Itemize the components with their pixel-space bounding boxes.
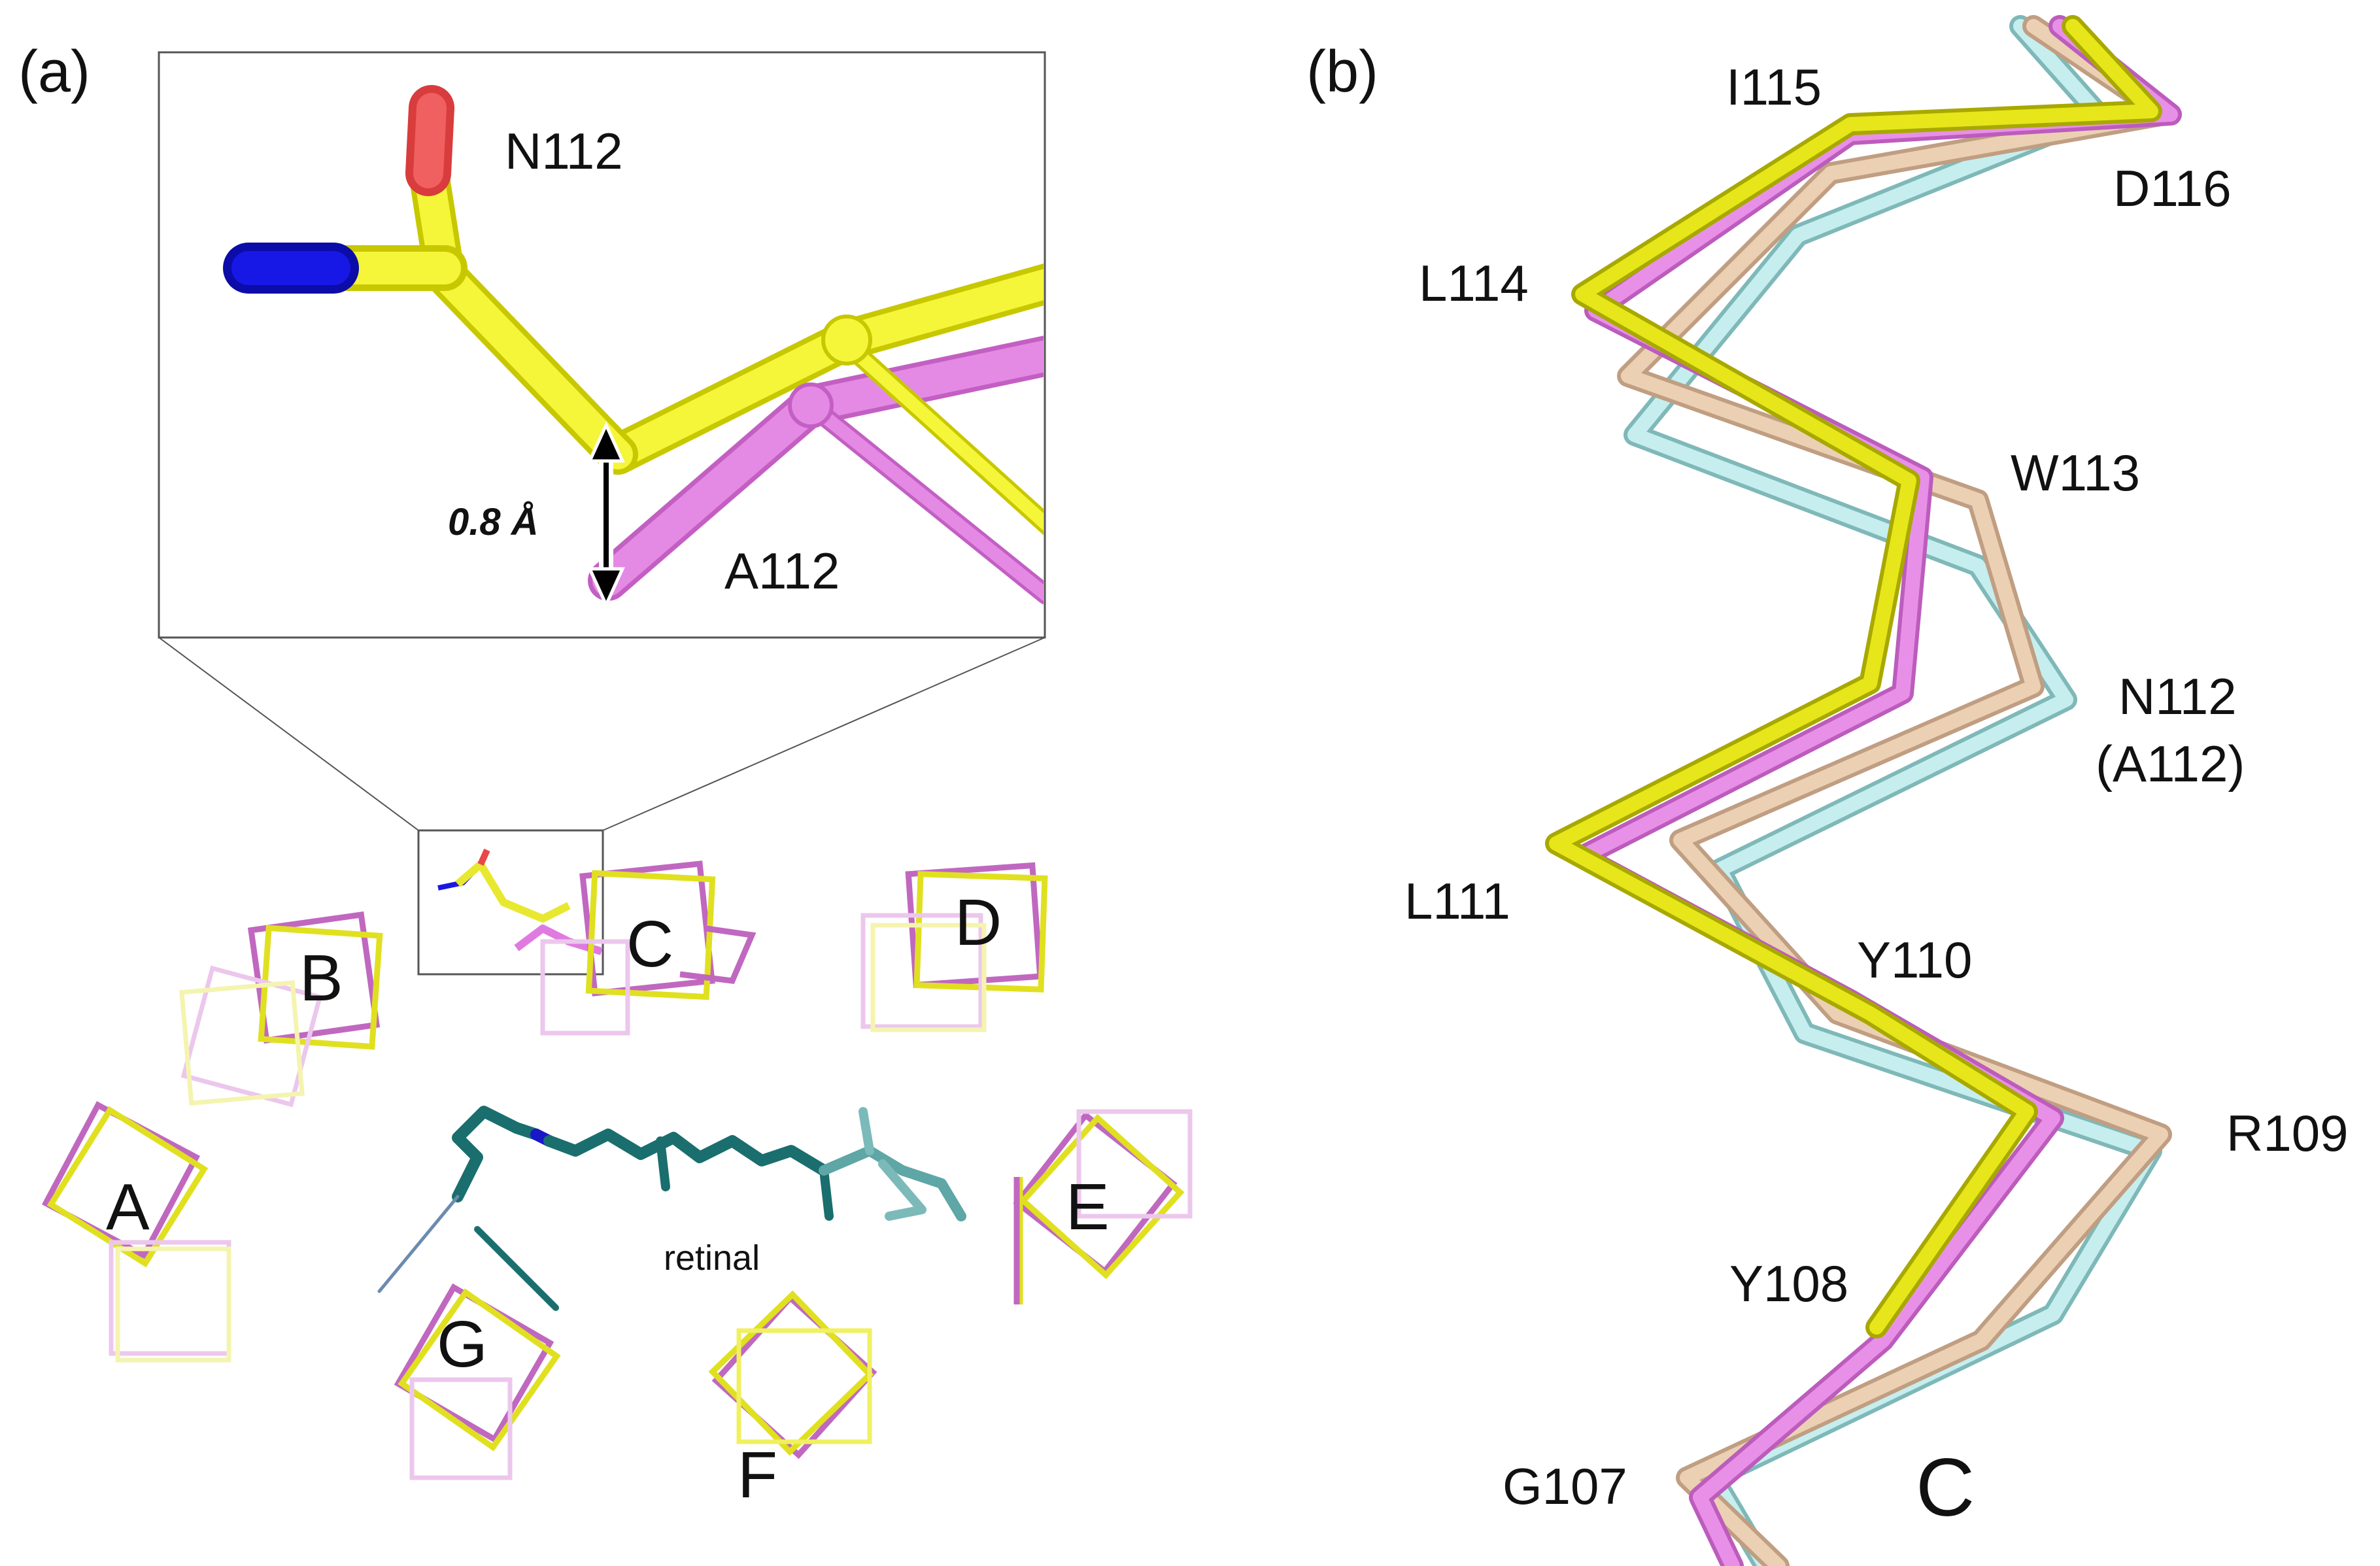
helix-label-g: G [437,1308,488,1381]
residue-label-n112: N112 [2118,668,2237,725]
zoom-box-content [437,848,603,955]
zoom-box [417,829,604,976]
mutant-backbone [588,335,1044,601]
helix-label-b: B [299,942,343,1015]
residue-labels: I115 D116 L114 W113 N112 (A112) L111 Y11… [1404,58,2348,1515]
retinal-label: retinal [664,1238,760,1278]
distance-arrow [587,420,625,609]
helix-c-label: C [1916,1442,1975,1533]
helix-ribbon-e [1013,1109,1193,1304]
helix-ribbon-f [708,1290,877,1459]
inset-structure: N112 A112 0.8 Å [223,85,1044,609]
helix-label-a: A [106,1170,150,1244]
helix-ribbon-b [179,911,383,1108]
zoom-connector-left [158,637,419,831]
panel-b: (b) I115 D116 [1306,15,2348,1566]
backbone-traces [1545,15,2182,1566]
zoom-connector-right [602,637,1046,831]
retinal-molecule [377,1106,966,1311]
helix-label-d: D [955,886,1002,959]
helix-ribbon-c [540,860,756,1036]
helix-label-c: C [626,908,673,981]
panel-a-label: (a) [18,39,90,105]
residue-label-l111: L111 [1404,872,1510,930]
residue-label-d116: D116 [2113,160,2232,217]
residue-label-a112: (A112) [2096,735,2245,792]
residue-label-y108: Y108 [1729,1255,1848,1312]
helix-ribbons [41,860,1193,1480]
residue-label-i115: I115 [1726,58,1822,116]
distance-label: 0.8 Å [448,501,539,543]
residue-label-g107: G107 [1503,1457,1627,1515]
panel-a: (a) [18,39,1193,1512]
helix-ribbon-g [394,1283,561,1480]
backbone-trace-yellow [1545,15,2162,1338]
inset-frame [158,51,1046,639]
a112-label: A112 [724,542,840,600]
helix-label-f: F [738,1438,777,1512]
residue-label-y110: Y110 [1857,931,1972,989]
backbone-trace-wheat [1617,15,2175,1566]
helix-label-e: E [1066,1170,1110,1244]
residue-label-r109: R109 [2226,1104,2348,1162]
panel-b-label: (b) [1306,39,1378,105]
backbone-trace-cyan [1624,15,2162,1566]
n112-label: N112 [505,122,623,180]
helix-ribbon-d [860,862,1048,1032]
helix-labels: B C D A E G F [106,886,1110,1512]
residue-label-l114: L114 [1419,254,1529,312]
residue-label-w113: W113 [2011,444,2140,502]
helix-ribbon-a [41,1100,231,1363]
